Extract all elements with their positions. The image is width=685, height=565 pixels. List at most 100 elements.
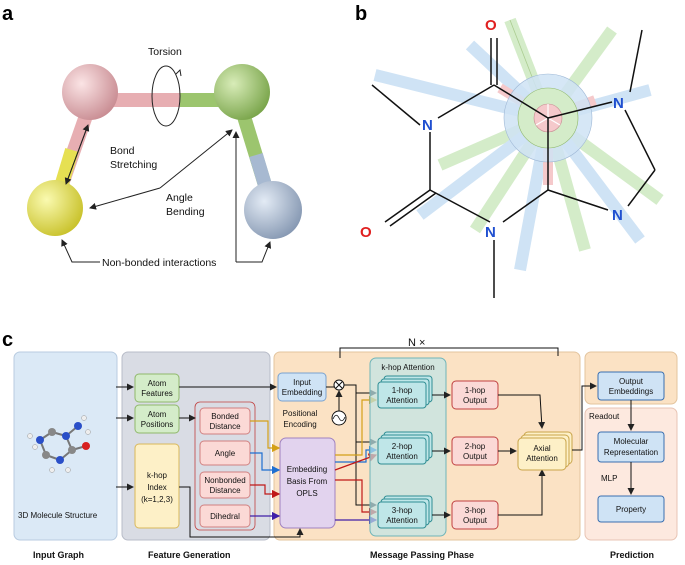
label-stretching: Stretching: [110, 159, 157, 171]
arrow-basis-to-3hop-red: [335, 479, 378, 517]
attn-2hop-line1: 2-hop: [392, 442, 413, 451]
arrow-nonbonded-to-basis: [250, 484, 281, 499]
out-1hop-line1: 1-hop: [465, 386, 486, 395]
khop-attention-title: k-hop Attention: [381, 363, 434, 372]
attn-3hop-line1: 3-hop: [392, 506, 413, 515]
out-3hop-line2: Output: [463, 516, 488, 525]
arrow-bonded-to-basis: [250, 420, 281, 453]
embedding-basis-line1: Embedding: [287, 465, 327, 474]
arrow-axial-to-output: [572, 382, 597, 451]
box-atom-features: [134, 373, 180, 403]
attn-2hop-line2: Attention: [386, 452, 418, 461]
khop-index-line3: (k=1,2,3): [141, 495, 173, 504]
atom-green: [214, 64, 270, 120]
out-3hop-line1: 3-hop: [465, 506, 486, 515]
bonded-distance-line2: Distance: [209, 422, 241, 431]
atom-pink: [62, 64, 118, 120]
attn-3hop-line2: Attention: [386, 516, 418, 525]
box-geometric-features-group: [194, 401, 256, 531]
label-bond: Bond: [110, 145, 135, 157]
panel-c-letter: c: [2, 329, 13, 351]
output-embeddings-line1: Output: [619, 377, 644, 386]
output-embeddings-line2: Embeddings: [609, 387, 653, 396]
nonbonded-arrow-left: [61, 239, 100, 263]
axial-line2: Attention: [526, 454, 558, 463]
arrow-basis-to-1hop: [335, 395, 378, 456]
attn-1hop-line1: 1-hop: [392, 386, 413, 395]
nonbonded-distance-line1: Nonbonded: [204, 476, 245, 485]
embedding-basis-line3: OPLS: [296, 489, 317, 498]
arrow-out1-to-axial: [498, 394, 546, 429]
property-label: Property: [616, 505, 646, 514]
khop-index-line2: Index: [147, 483, 167, 492]
attention-3hop-stack: [377, 495, 433, 529]
section-label-input-graph: Input Graph: [33, 550, 84, 560]
torsion-arrowhead: [175, 68, 182, 77]
stretch-arrow-up: [65, 124, 90, 185]
arrow-add-to-1hop: [344, 384, 377, 397]
axial-attention-stack: [517, 431, 573, 471]
atom-positions-line2: Positions: [141, 420, 173, 429]
out-2hop-line1: 2-hop: [465, 442, 486, 451]
panel-b-radial-bars: [373, 17, 664, 272]
positional-encoding-line1: Positional: [283, 409, 318, 418]
out-2hop-line2: Output: [463, 452, 488, 461]
angle-label: Angle: [215, 449, 236, 458]
atom-label-o-bottom: O: [360, 224, 372, 241]
positional-encoding-line2: Encoding: [283, 420, 316, 429]
section-label-feature-generation: Feature Generation: [148, 550, 231, 560]
label-mlp: MLP: [601, 474, 617, 483]
input-embedding-line2: Embedding: [282, 388, 322, 397]
sine-wave-icon: [332, 414, 346, 422]
label-n-times: N ×: [408, 337, 425, 349]
arrow-basis-to-2hop-red: [334, 453, 378, 471]
mol-rep-line2: Representation: [604, 448, 658, 457]
angle-arrow-left: [89, 187, 161, 210]
attention-2hop-stack: [377, 431, 433, 465]
label-nonbonded: Non-bonded interactions: [102, 257, 216, 269]
attn-1hop-line2: Attention: [386, 396, 418, 405]
atom-features-line1: Atom: [148, 379, 167, 388]
atom-label-n-right-bottom: N: [612, 207, 623, 224]
mol-rep-line1: Molecular: [614, 437, 649, 446]
out-1hop-line2: Output: [463, 396, 488, 405]
section-label-prediction: Prediction: [610, 550, 654, 560]
nonbonded-distance-line2: Distance: [209, 486, 241, 495]
arrow-khop-to-basis: [179, 486, 304, 538]
bonded-distance-line1: Bonded: [211, 412, 239, 421]
section-label-message-passing: Message Passing Phase: [370, 550, 474, 560]
khop-index-line1: k-hop: [147, 471, 168, 480]
embedding-basis-line2: Basis From: [287, 477, 328, 486]
section-input-graph: [13, 351, 118, 541]
label-readout: Readout: [589, 412, 620, 421]
label-angle: Angle: [166, 192, 193, 204]
box-property: [597, 495, 665, 523]
label-torsion: Torsion: [148, 46, 182, 58]
nonbonded-arrow-right: [236, 241, 272, 263]
dihedral-label: Dihedral: [210, 512, 240, 521]
attention-1hop-stack: [377, 375, 433, 409]
atom-features-line2: Features: [141, 389, 173, 398]
box-atom-positions: [134, 404, 180, 434]
box-embedding-basis: [279, 437, 336, 529]
torsion-ellipse: [151, 65, 181, 127]
input-embedding-line1: Input: [293, 378, 312, 387]
panel-a-letter: a: [2, 3, 14, 25]
box-khop-index: [134, 443, 180, 529]
atom-label-n-left: N: [422, 117, 433, 134]
atom-label-n-right-top: N: [613, 95, 624, 112]
atom-yellow: [27, 180, 83, 236]
panel-b-skeleton: [371, 29, 656, 298]
label-3d-molecule: 3D Molecule Structure: [18, 511, 98, 520]
atom-label-n-bottom: N: [485, 224, 496, 241]
loop-bracket: [339, 347, 559, 358]
arrow-out3-to-axial: [498, 469, 546, 516]
arrow-add-to-3hop: [355, 442, 377, 509]
atom-label-o-top: O: [485, 17, 497, 34]
atom-positions-line1: Atom: [148, 410, 167, 419]
molecule-3d-icon: [27, 415, 91, 473]
axial-line1: Axial: [533, 444, 551, 453]
label-bending: Bending: [166, 206, 205, 218]
angle-arrow-right: [159, 129, 233, 189]
